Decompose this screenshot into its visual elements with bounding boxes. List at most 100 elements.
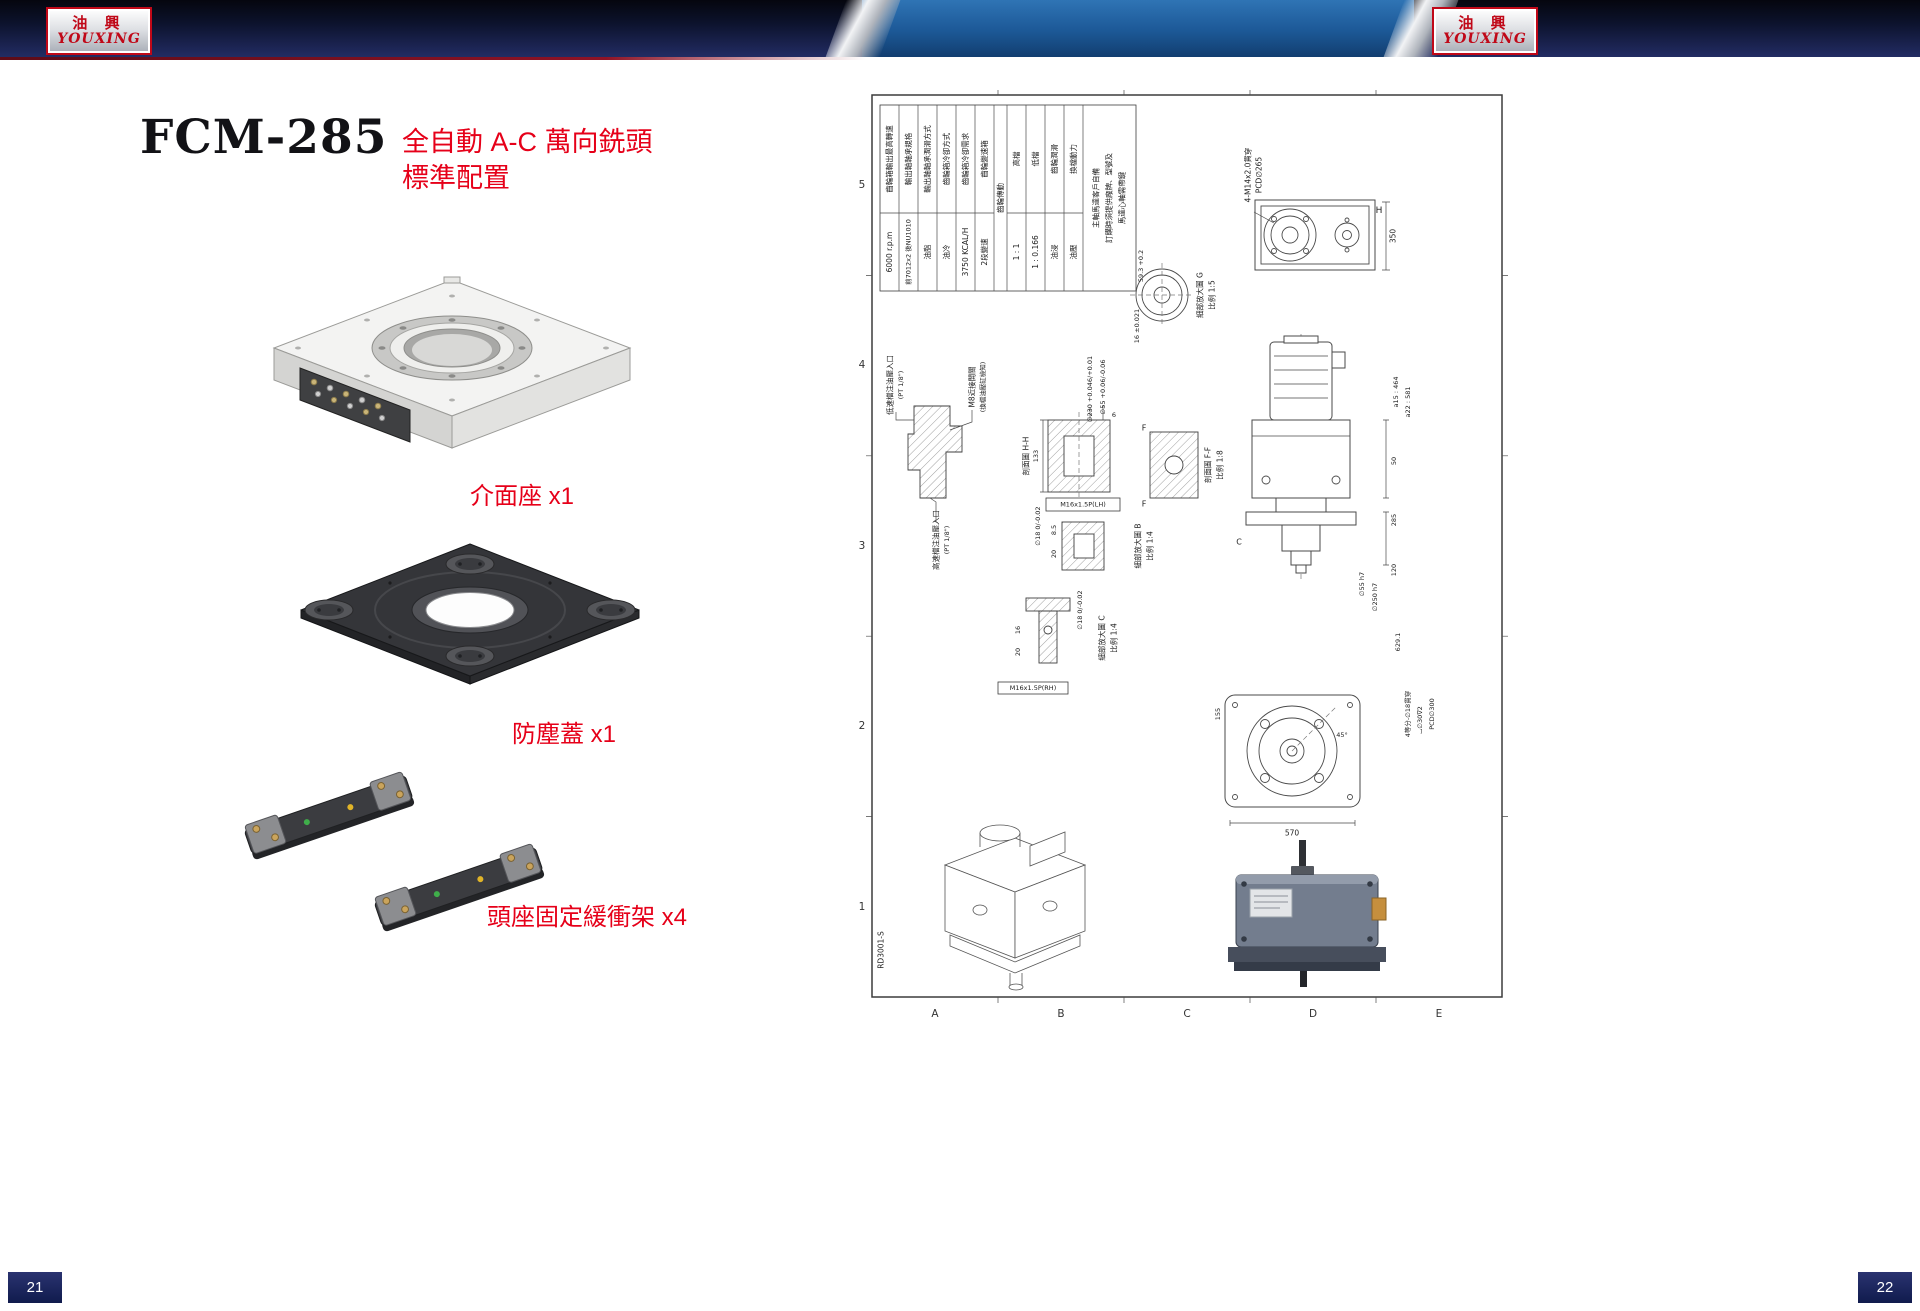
dim-label: 4等分-∅18貫穿: [1403, 691, 1412, 737]
brand-logo-right: 油 興 YOUXING: [1432, 7, 1538, 55]
view-title: 剖面圖 H-H: [1021, 437, 1031, 476]
spec-label: 輸出軸軸承規格: [903, 132, 913, 185]
dim-label: 20: [1050, 550, 1058, 558]
thread-callout: M16x1.5P(LH): [1060, 501, 1106, 509]
dim-label: a15 : 464: [1392, 377, 1400, 408]
thread-callout: M16x1.5P(RH): [1010, 684, 1056, 692]
sheet-border: [871, 94, 1503, 998]
spec-label: 齒輪箱冷卻需求: [960, 132, 970, 185]
spec-note: 訂購時須提供廠牌、型號及: [1104, 153, 1114, 243]
grid-references: 5 4 3 2 1 A B C D E: [859, 179, 1443, 1020]
dim-label: 570: [1285, 829, 1300, 838]
spec-value: 1 : 1: [1012, 243, 1021, 260]
corner-pads: [304, 553, 636, 667]
view-scale: 比例 1:8: [1215, 450, 1225, 480]
dim-label: ∅250 h7: [1371, 583, 1379, 611]
spec-value: 油浸: [1049, 244, 1059, 259]
connector-pins: [310, 378, 386, 422]
spec-value: 1 : 0.166: [1031, 235, 1040, 269]
dim-label: 120: [1390, 564, 1398, 576]
callout-label: 高速檔注油壓入口: [931, 510, 941, 570]
dim-label: 285: [1390, 514, 1398, 526]
spec-value: 前7012x2 後NU1010: [904, 219, 913, 285]
page-number-right: 22: [1858, 1272, 1912, 1303]
dim-label: 629.1: [1394, 633, 1402, 652]
spec-value: 2段變速: [979, 238, 989, 266]
header-bar-blue: [862, 0, 1422, 57]
view-title: 細部放大圖 B: [1133, 523, 1143, 568]
drawing-number: RD3001-S: [877, 931, 886, 969]
view-detail-c: 細部放大圖 C 比例 1:4 M16x1.5P(RH) ∅18 0/-0.02 …: [997, 590, 1119, 695]
subtitle-line-1: 全自動 A-C 萬向銑頭: [402, 127, 653, 157]
item-label-interface-seat: 介面座 x1: [470, 483, 575, 510]
subtitle-line-2: 標準配置: [402, 163, 510, 194]
page-title-model: FCM-285: [140, 110, 388, 165]
spec-value: 油脂: [922, 244, 932, 259]
view-scale: 比例 1:4: [1145, 531, 1155, 561]
view-detail-g: 細部放大圖 G 比例 1:5 59.3 +0.2 16 ±0.021: [1130, 250, 1217, 343]
dim-label: 8.5: [1050, 525, 1058, 535]
view-section-ff: F F 剖面圖 F-F 比例 1:8: [1142, 424, 1225, 509]
grid-col-label: E: [1436, 1008, 1443, 1020]
dim-label: ∅55 h7: [1358, 572, 1366, 596]
callout-label: (PT 1/8"): [897, 371, 905, 399]
view-title: 細部放大圖 G: [1195, 272, 1205, 318]
spec-label: 齒輪箱冷卻方式: [941, 132, 951, 185]
view-oil-ports: 低速檔注油壓入口 (PT 1/8") M8近接開關 (換檔油壓缸檢知) 高速檔注…: [885, 355, 988, 570]
dim-label: ∅18 0/-0.02: [1076, 590, 1084, 629]
bracket-1: [244, 771, 415, 860]
view-letter: F: [1142, 500, 1147, 509]
view-detail-b: 8.5 20 細部放大圖 B 比例 1:4: [1050, 521, 1155, 571]
grid-col-label: C: [1183, 1008, 1190, 1020]
spec-label: 齒輪潤滑: [1049, 144, 1059, 174]
spec-value: 油冷: [941, 244, 951, 259]
spec-label: 高檔: [1011, 151, 1021, 166]
dim-label: ∅230 +0.046/+0.01: [1086, 356, 1094, 422]
dim-label: 133: [1032, 450, 1040, 462]
view-letter: H: [1376, 206, 1383, 216]
edge-screws: [388, 581, 552, 639]
grid-col-label: B: [1057, 1008, 1064, 1020]
frame-ticks: [866, 90, 1508, 1003]
grid-row-label: 1: [859, 901, 866, 913]
product-image-buffer-brackets: [244, 771, 545, 932]
dim-label: 6: [1112, 411, 1116, 419]
dim-label: 350: [1389, 229, 1398, 244]
dim-label: 16: [1014, 626, 1022, 634]
view-front: 45° 155 570 629.1 4等分-∅18貫穿 ⌴∅30∇2 PCD∅3…: [1214, 633, 1436, 838]
spec-value: 油壓: [1068, 244, 1078, 259]
product-image-dust-cover: [300, 543, 640, 685]
spec-note: 主軸馬達客戶自備: [1091, 168, 1101, 228]
spec-label: 輸出軸軸承潤滑方式: [922, 125, 932, 193]
spec-table: 齒輪箱輸出最高轉速 輸出軸軸承規格 輸出軸軸承潤滑方式 齒輪箱冷卻方式 齒輪箱冷…: [879, 104, 1137, 292]
page-subtitle: 全自動 A-C 萬向銑頭 標準配置: [402, 124, 653, 197]
spec-note: 馬達心軸需帶鍵: [1117, 171, 1127, 224]
dim-label: 59.3 +0.2: [1137, 250, 1145, 282]
bracket-2: [374, 843, 545, 932]
grid-row-label: 3: [859, 540, 866, 552]
brand-logo-chinese: 油 興: [72, 13, 126, 32]
spec-group-label: 齒輪傳動: [995, 183, 1005, 213]
dim-label: ⌴∅30∇2: [1416, 706, 1424, 734]
dim-label: 16 ±0.021: [1133, 309, 1141, 343]
view-rendered-unit: [1228, 840, 1387, 987]
spec-value: 3750 KCAL/H: [961, 228, 970, 277]
bore-bolt-holes: [378, 318, 526, 378]
grid-row-label: 5: [859, 179, 866, 191]
grid-row-label: 4: [859, 359, 866, 371]
dim-label: ∅55 +0.06/-0.06: [1099, 360, 1107, 415]
dim-label: 155: [1214, 708, 1222, 720]
dim-label: 4-M14x2.0貫穿: [1243, 148, 1253, 203]
dim-label: 45°: [1336, 731, 1348, 739]
spec-value: 6000 r.p.m: [885, 232, 894, 273]
spec-label: 換檔動力: [1068, 144, 1078, 174]
dim-label: ∅18 0/-0.02: [1034, 506, 1042, 545]
view-isometric-wireframe: [943, 824, 1087, 991]
brand-logo-english: YOUXING: [1443, 30, 1527, 47]
spec-label: 齒輪箱輸出最高轉速: [884, 125, 894, 193]
dim-label: PCD∅265: [1255, 157, 1264, 194]
spec-label: 低檔: [1030, 151, 1040, 166]
brand-logo-left: 油 興 YOUXING: [46, 7, 152, 55]
view-letter: F: [1142, 424, 1147, 433]
